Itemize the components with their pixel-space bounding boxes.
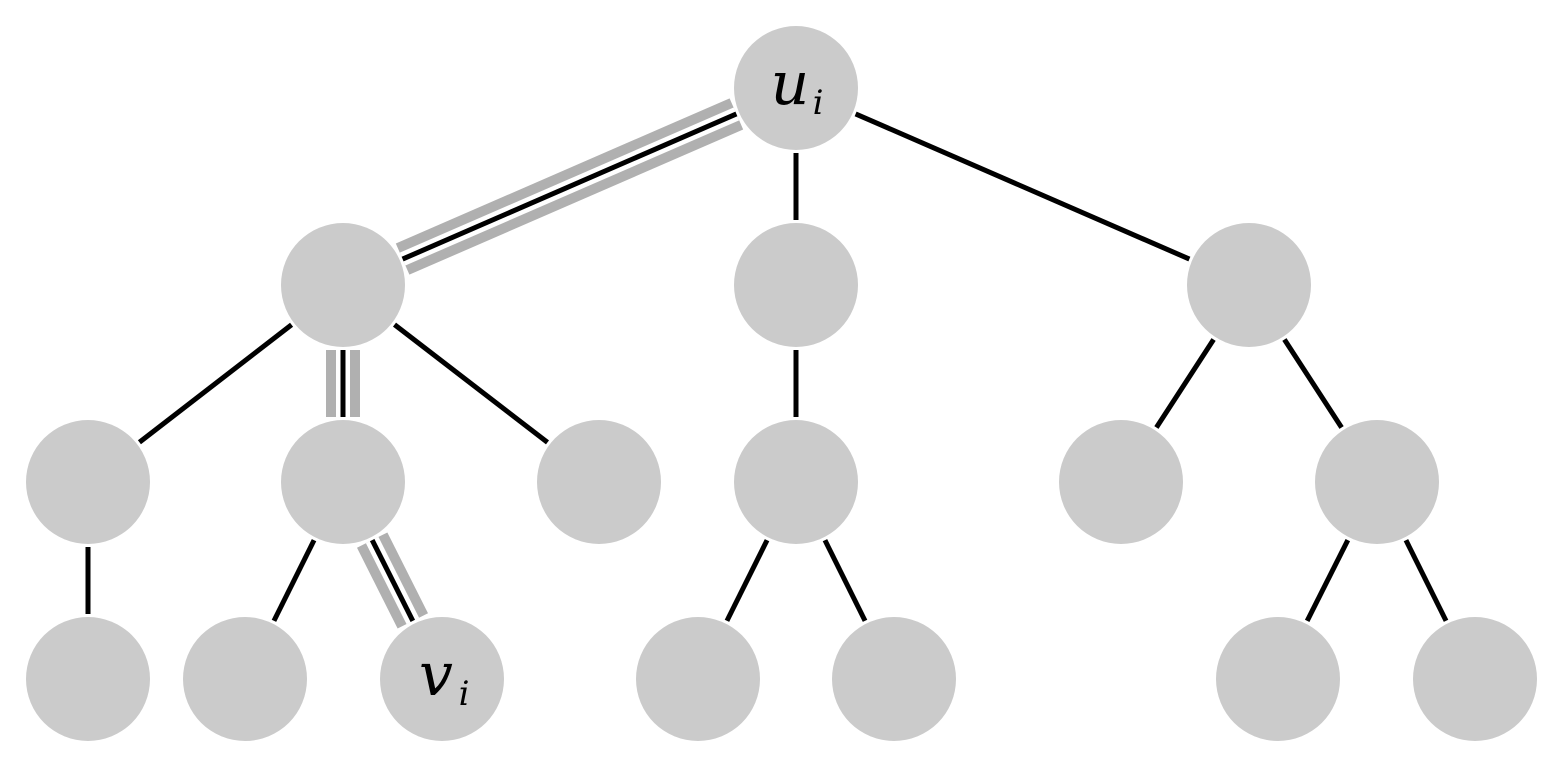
node-circle-a3	[537, 420, 661, 544]
node-subscript-u: i	[813, 83, 824, 123]
edge-c2-c2x	[1304, 538, 1351, 623]
tree-node-b1	[734, 420, 858, 544]
tree-node-c2	[1315, 420, 1439, 544]
node-circle-c2y	[1413, 617, 1537, 741]
tree-node-b	[734, 223, 858, 347]
node-circle-a1x	[26, 617, 150, 741]
edge-c-c1	[1154, 338, 1216, 429]
edge-u-c	[854, 111, 1191, 262]
tree-node-a2	[281, 420, 405, 544]
node-subscript-v: i	[459, 674, 470, 714]
tree-node-a	[281, 223, 405, 347]
edge-a2-v	[369, 538, 416, 623]
highlight-layer	[326, 98, 744, 629]
tree-node-b1x	[636, 617, 760, 741]
edge-u-a	[401, 111, 738, 262]
edge-a-a1	[137, 322, 294, 445]
tree-node-c2x	[1216, 617, 1340, 741]
edge-a2-a2x	[271, 539, 317, 622]
node-label-u: u	[771, 49, 810, 119]
tree-node-a2x	[183, 617, 307, 741]
edge-b1-b1x	[724, 539, 770, 622]
tree-node-c1	[1059, 420, 1183, 544]
edge-c-c2	[1282, 338, 1344, 429]
node-circle-b1	[734, 420, 858, 544]
node-circle-c1	[1059, 420, 1183, 544]
node-circle-u	[734, 26, 858, 150]
node-label-v: v	[419, 640, 453, 710]
tree-node-c2y	[1413, 617, 1537, 741]
edge-c2-c2y	[1403, 539, 1449, 622]
tree-node-a3	[537, 420, 661, 544]
node-circle-c2	[1315, 420, 1439, 544]
node-circle-c2x	[1216, 617, 1340, 741]
node-circle-a	[281, 223, 405, 347]
edge-layer	[85, 107, 1449, 625]
node-circle-b1x	[636, 617, 760, 741]
node-circle-c	[1187, 223, 1311, 347]
node-circle-a2x	[183, 617, 307, 741]
node-circle-b	[734, 223, 858, 347]
tree-node-a1x	[26, 617, 150, 741]
node-circle-b1y	[832, 617, 956, 741]
node-circle-a1	[26, 420, 150, 544]
tree-node-a1	[26, 420, 150, 544]
tree-node-c	[1187, 223, 1311, 347]
node-circle-v	[380, 617, 504, 741]
edge-a-a3	[392, 322, 550, 445]
node-circle-a2	[281, 420, 405, 544]
edge-b1-b1y	[822, 539, 868, 622]
tree-node-b1y	[832, 617, 956, 741]
